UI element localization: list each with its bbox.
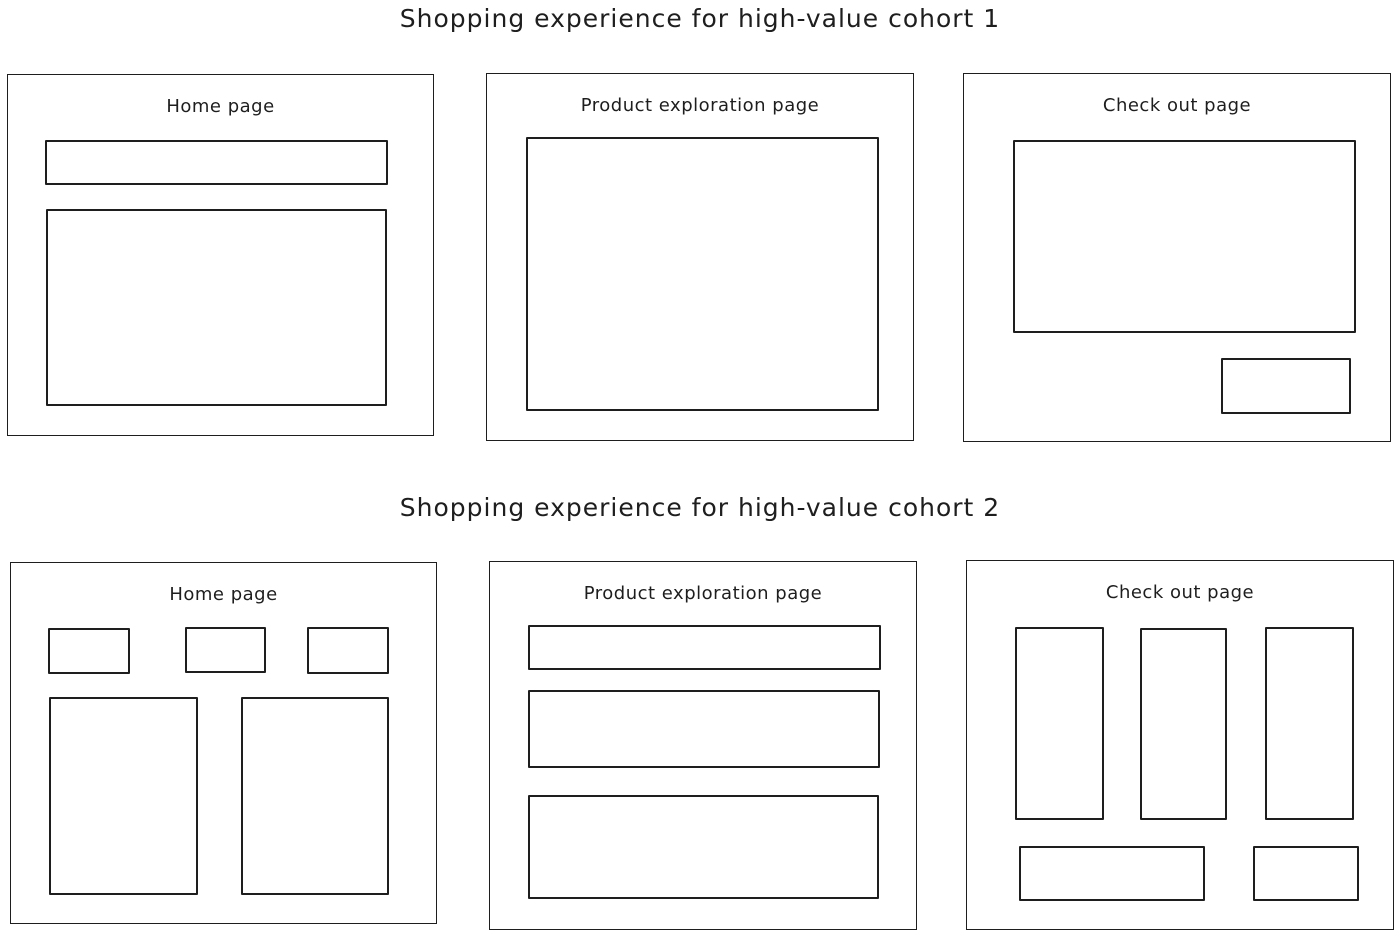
cohort-2-title: Shopping experience for high-value cohor… (399, 493, 1001, 522)
checkout-button-placeholder (1253, 846, 1359, 901)
card-placeholder (49, 697, 198, 895)
card-placeholder (241, 697, 389, 895)
cohort-1-home-page-frame: Home page (7, 74, 434, 436)
tile-placeholder (48, 628, 130, 674)
cohort-1-home-page-label: Home page (166, 96, 275, 117)
tile-placeholder (307, 627, 389, 674)
tile-placeholder (185, 627, 266, 673)
cohort-1-checkout-page-label: Check out page (1102, 95, 1252, 116)
content-placeholder (46, 209, 387, 406)
checkout-button-placeholder (1221, 358, 1351, 414)
cohort-1-title: Shopping experience for high-value cohor… (399, 4, 1001, 33)
product-bar-placeholder (528, 625, 881, 670)
cohort-2-product-page-label: Product exploration page (583, 583, 823, 604)
checkout-column-placeholder (1265, 627, 1354, 820)
cohort-2-product-page-frame: Product exploration page (489, 561, 917, 930)
cohort-2-home-page-frame: Home page (10, 562, 437, 924)
checkout-column-placeholder (1140, 628, 1227, 820)
product-section-placeholder (528, 690, 880, 768)
cohort-1-checkout-page-frame: Check out page (963, 73, 1391, 442)
cohort-2-home-page-label: Home page (169, 584, 278, 605)
banner-placeholder (45, 140, 388, 185)
cohort-1-product-page-frame: Product exploration page (486, 73, 914, 441)
product-section-placeholder (528, 795, 879, 899)
cohort-2-checkout-page-label: Check out page (1105, 582, 1255, 603)
checkout-summary-placeholder (1013, 140, 1356, 333)
cohort-1-product-page-label: Product exploration page (580, 95, 820, 116)
checkout-bar-placeholder (1019, 846, 1205, 901)
product-content-placeholder (526, 137, 879, 411)
cohort-2-checkout-page-frame: Check out page (966, 560, 1394, 930)
checkout-column-placeholder (1015, 627, 1104, 820)
